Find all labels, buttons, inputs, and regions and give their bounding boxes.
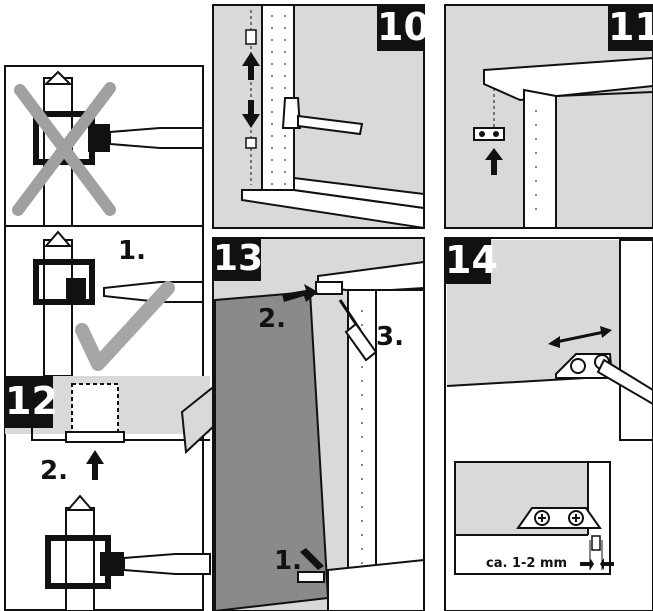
panel-11-number-box: [608, 5, 653, 51]
hinge-gap-label: ca. 1-2 mm: [486, 556, 568, 571]
panel-14-number-box: [445, 238, 491, 284]
correct-mounting: [33, 230, 204, 377]
panel-11-number: 11: [608, 5, 653, 49]
panel-13-step-3-label: 3.: [376, 322, 404, 352]
incorrect-mounting: [12, 70, 204, 227]
panel-13-number-box: [213, 238, 261, 281]
panel-13-number: 13: [213, 238, 264, 279]
panel-14-number: 14: [445, 238, 498, 282]
panel-10-number: 10: [377, 5, 430, 49]
detail-step-1-label: 1.: [118, 236, 146, 266]
panel-10-number-box: [377, 5, 424, 51]
panel-13-step-2-label: 2.: [258, 304, 286, 334]
panel-12-number-box: [5, 376, 53, 428]
panel-12-step-2-label: 2.: [40, 456, 68, 486]
panel-13-step-1-label: 1.: [274, 546, 302, 576]
panel-12-number: 12: [5, 379, 58, 423]
screw-detail-column: [4, 65, 204, 611]
panel-13: [212, 237, 425, 611]
